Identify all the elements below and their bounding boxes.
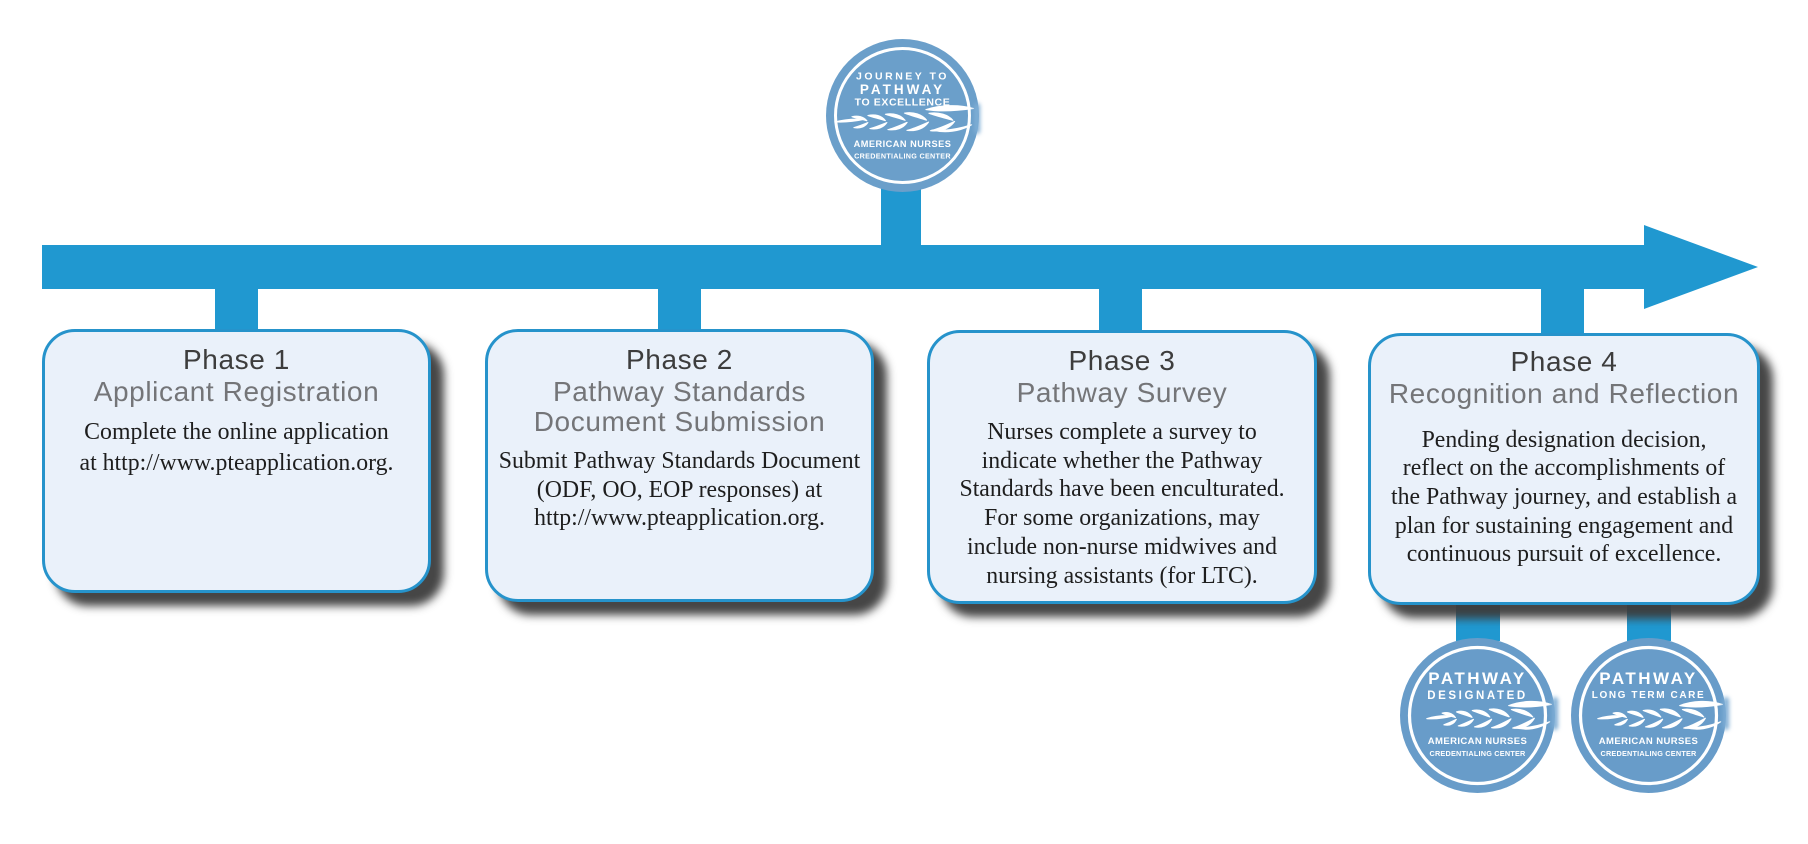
svg-text:TO EXCELLENCE: TO EXCELLENCE: [855, 97, 951, 109]
svg-text:AMERICAN NURSES: AMERICAN NURSES: [1599, 736, 1698, 747]
svg-text:JOURNEY TO: JOURNEY TO: [856, 71, 949, 83]
svg-text:LONG TERM CARE: LONG TERM CARE: [1592, 690, 1706, 701]
svg-text:CREDENTIALING CENTER: CREDENTIALING CENTER: [1600, 749, 1697, 758]
svg-text:AMERICAN NURSES: AMERICAN NURSES: [1428, 736, 1527, 747]
svg-text:PATHWAY: PATHWAY: [1599, 669, 1697, 688]
svg-text:PATHWAY: PATHWAY: [1428, 669, 1526, 688]
svg-text:CREDENTIALING CENTER: CREDENTIALING CENTER: [1429, 749, 1526, 758]
svg-text:DESIGNATED: DESIGNATED: [1427, 690, 1528, 702]
svg-text:AMERICAN NURSES: AMERICAN NURSES: [854, 139, 952, 149]
svg-text:CREDENTIALING CENTER: CREDENTIALING CENTER: [854, 152, 951, 161]
svg-text:PATHWAY: PATHWAY: [860, 82, 945, 97]
